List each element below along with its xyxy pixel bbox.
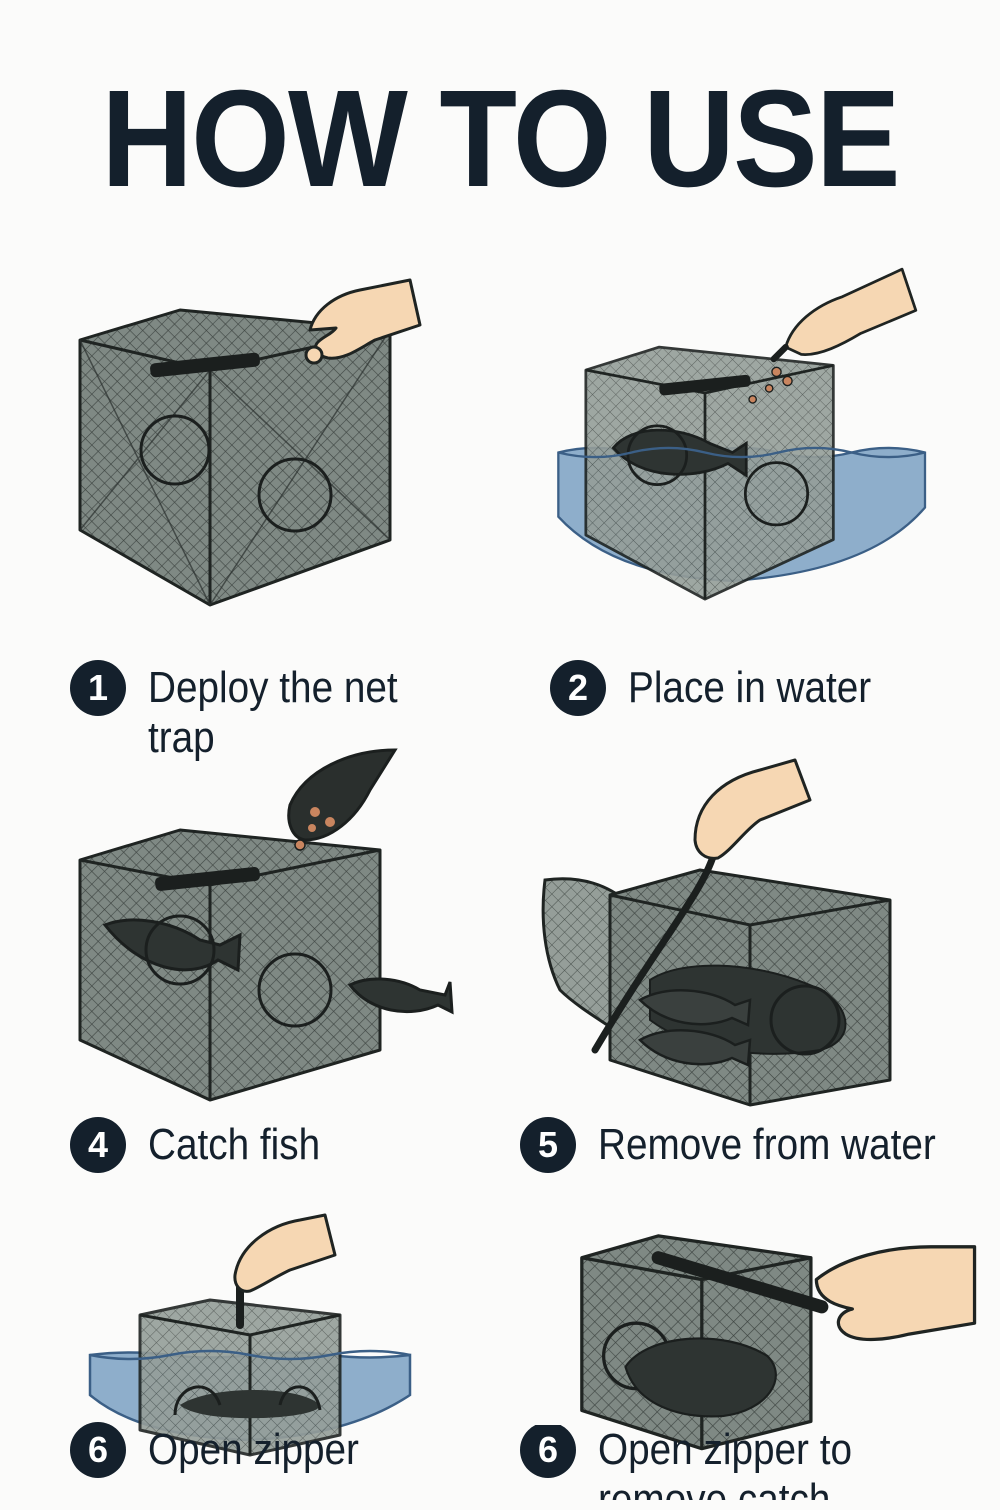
step-1-illustration (60, 270, 540, 607)
step-1-caption: 1 Deploy the net trap (70, 660, 510, 763)
step-6-caption: 6 Open zipper (70, 1422, 510, 1478)
step-label: Remove from water (598, 1120, 936, 1169)
step-number-badge: 6 (520, 1425, 576, 1478)
step-4-illustration (60, 748, 540, 1102)
net-trap-with-hand-icon (78, 278, 422, 607)
step-label: Open zipper (148, 1425, 359, 1474)
net-trap-in-water-icon (557, 267, 927, 601)
step-5-caption: 5 Remove from water (520, 1117, 990, 1173)
net-trap-catching-fish-icon (78, 748, 454, 1102)
step-6b-caption: 6 Open zipper to remove catch (520, 1425, 890, 1500)
step-4-caption: 4 Catch fish (70, 1117, 510, 1173)
step-number-badge: 1 (70, 660, 126, 716)
step-6b-illustration (560, 1180, 1000, 1510)
step-number-badge: 2 (550, 660, 606, 716)
step-2-illustration (520, 260, 1000, 601)
step-label: Catch fish (148, 1120, 321, 1169)
step-number-badge: 6 (70, 1422, 126, 1478)
step-label: Place in water (628, 663, 872, 712)
step-number-badge: 5 (520, 1117, 576, 1173)
step-5-illustration (520, 758, 1000, 1107)
step-6-illustration (80, 1180, 560, 1510)
page-title: HOW TO USE (101, 62, 900, 216)
step-label: Open zipper to remove catch (598, 1425, 852, 1500)
step-number-badge: 4 (70, 1117, 126, 1173)
step-label: Deploy the net trap (148, 663, 398, 762)
net-trap-lifted-icon (541, 758, 892, 1107)
step-2-caption: 2 Place in water (550, 660, 980, 716)
net-trap-zipper-icon (88, 1213, 412, 1457)
net-trap-open-zipper-icon (580, 1234, 977, 1451)
